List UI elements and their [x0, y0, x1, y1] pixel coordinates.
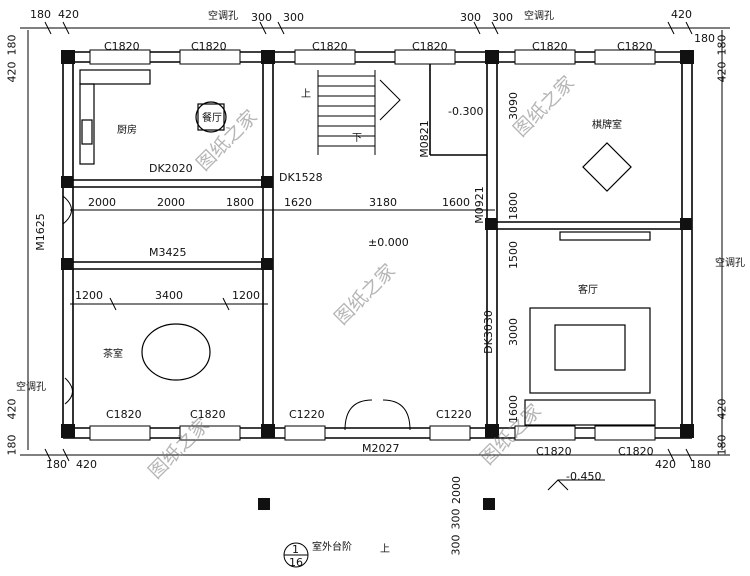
window-label: C1820	[312, 40, 348, 53]
porch-up-label: 上	[380, 544, 390, 555]
window-label: C1820	[104, 40, 140, 53]
drawing-index-bottom: 16	[289, 556, 303, 569]
dim-label: 3180	[369, 196, 397, 209]
room-living: 客厅	[578, 285, 598, 296]
dim-label: 180	[690, 458, 711, 471]
opening-label: DK2020	[149, 162, 193, 175]
opening-label: M0921	[472, 186, 486, 224]
window-label: C1220	[436, 408, 472, 421]
dim-label: 1800	[226, 196, 254, 209]
dim-label: 2000	[450, 476, 463, 504]
dim-label: 3400	[155, 289, 183, 302]
aircon-label: 空调孔	[524, 11, 554, 22]
level-label: ±0.000	[368, 236, 409, 249]
dim-label: 3000	[507, 318, 520, 346]
dim-label: 180	[5, 34, 19, 56]
dim-label: 2000	[88, 196, 116, 209]
dim-label: 1620	[284, 196, 312, 209]
window-label: C1820	[532, 40, 568, 53]
window-label: C1820	[412, 40, 448, 53]
opening-label: M3425	[149, 246, 187, 259]
window-label: C1820	[618, 445, 654, 458]
dim-label: 300	[460, 11, 481, 24]
columns	[61, 50, 694, 510]
dim-label: 300	[251, 11, 272, 24]
dim-label: 420	[715, 61, 729, 83]
dim-label: 420	[671, 8, 692, 21]
drawing-index-top: 1	[292, 543, 299, 556]
dim-label: 420	[715, 398, 729, 420]
room-dining: 餐厅	[202, 113, 222, 124]
window-label: C1820	[190, 408, 226, 421]
dim-label: 1200	[75, 289, 103, 302]
dim-label: 180	[715, 34, 729, 56]
stair	[317, 70, 401, 155]
walls	[62, 51, 693, 439]
room-kitchen: 厨房	[117, 125, 137, 136]
dim-label: 180	[46, 458, 67, 471]
dim-label: 300	[449, 534, 463, 556]
dim-label: 180	[715, 434, 729, 456]
level-label: -0.450	[566, 470, 602, 483]
porch-label: 室外台阶	[312, 542, 352, 553]
dim-label: 2000	[157, 196, 185, 209]
dim-label: 420	[5, 61, 19, 83]
aircon-label: 空调孔	[715, 258, 745, 269]
furniture	[79, 69, 656, 426]
dim-label: 420	[5, 398, 19, 420]
stair-down-label: 下	[352, 133, 362, 144]
window-label: C1220	[289, 408, 325, 421]
stair-up-label: 上	[301, 89, 311, 100]
opening-label: M1625	[33, 213, 47, 251]
dim-label: 1200	[232, 289, 260, 302]
doors	[62, 195, 411, 431]
dim-label: 180	[30, 8, 51, 21]
dim-label: 420	[58, 8, 79, 21]
dim-label: 300	[492, 11, 513, 24]
window-openings	[89, 49, 656, 441]
dim-label: 300	[283, 11, 304, 24]
room-tea: 茶室	[103, 349, 123, 360]
opening-label: M0821	[417, 120, 431, 158]
dim-label: 180	[5, 434, 19, 456]
opening-label: DK1528	[279, 171, 323, 184]
level-marker	[547, 479, 605, 491]
section-marker	[283, 542, 309, 568]
aircon-label: 空调孔	[16, 382, 46, 393]
window-label: C1820	[106, 408, 142, 421]
room-mahjong: 棋牌室	[592, 120, 622, 131]
dim-label: 1600	[442, 196, 470, 209]
window-label: C1820	[536, 445, 572, 458]
level-label: -0.300	[448, 105, 484, 118]
opening-label: M2027	[362, 442, 400, 455]
dim-label: 1800	[507, 192, 520, 220]
dimension-lines	[20, 21, 730, 462]
dim-label: 300	[449, 508, 463, 530]
aircon-label: 空调孔	[208, 11, 238, 22]
dim-label: 420	[76, 458, 97, 471]
dim-label: 180	[694, 32, 715, 45]
dim-label: 420	[655, 458, 676, 471]
window-label: C1820	[191, 40, 227, 53]
opening-label: DK3030	[481, 310, 495, 354]
dim-label: 1500	[507, 241, 520, 269]
window-label: C1820	[617, 40, 653, 53]
